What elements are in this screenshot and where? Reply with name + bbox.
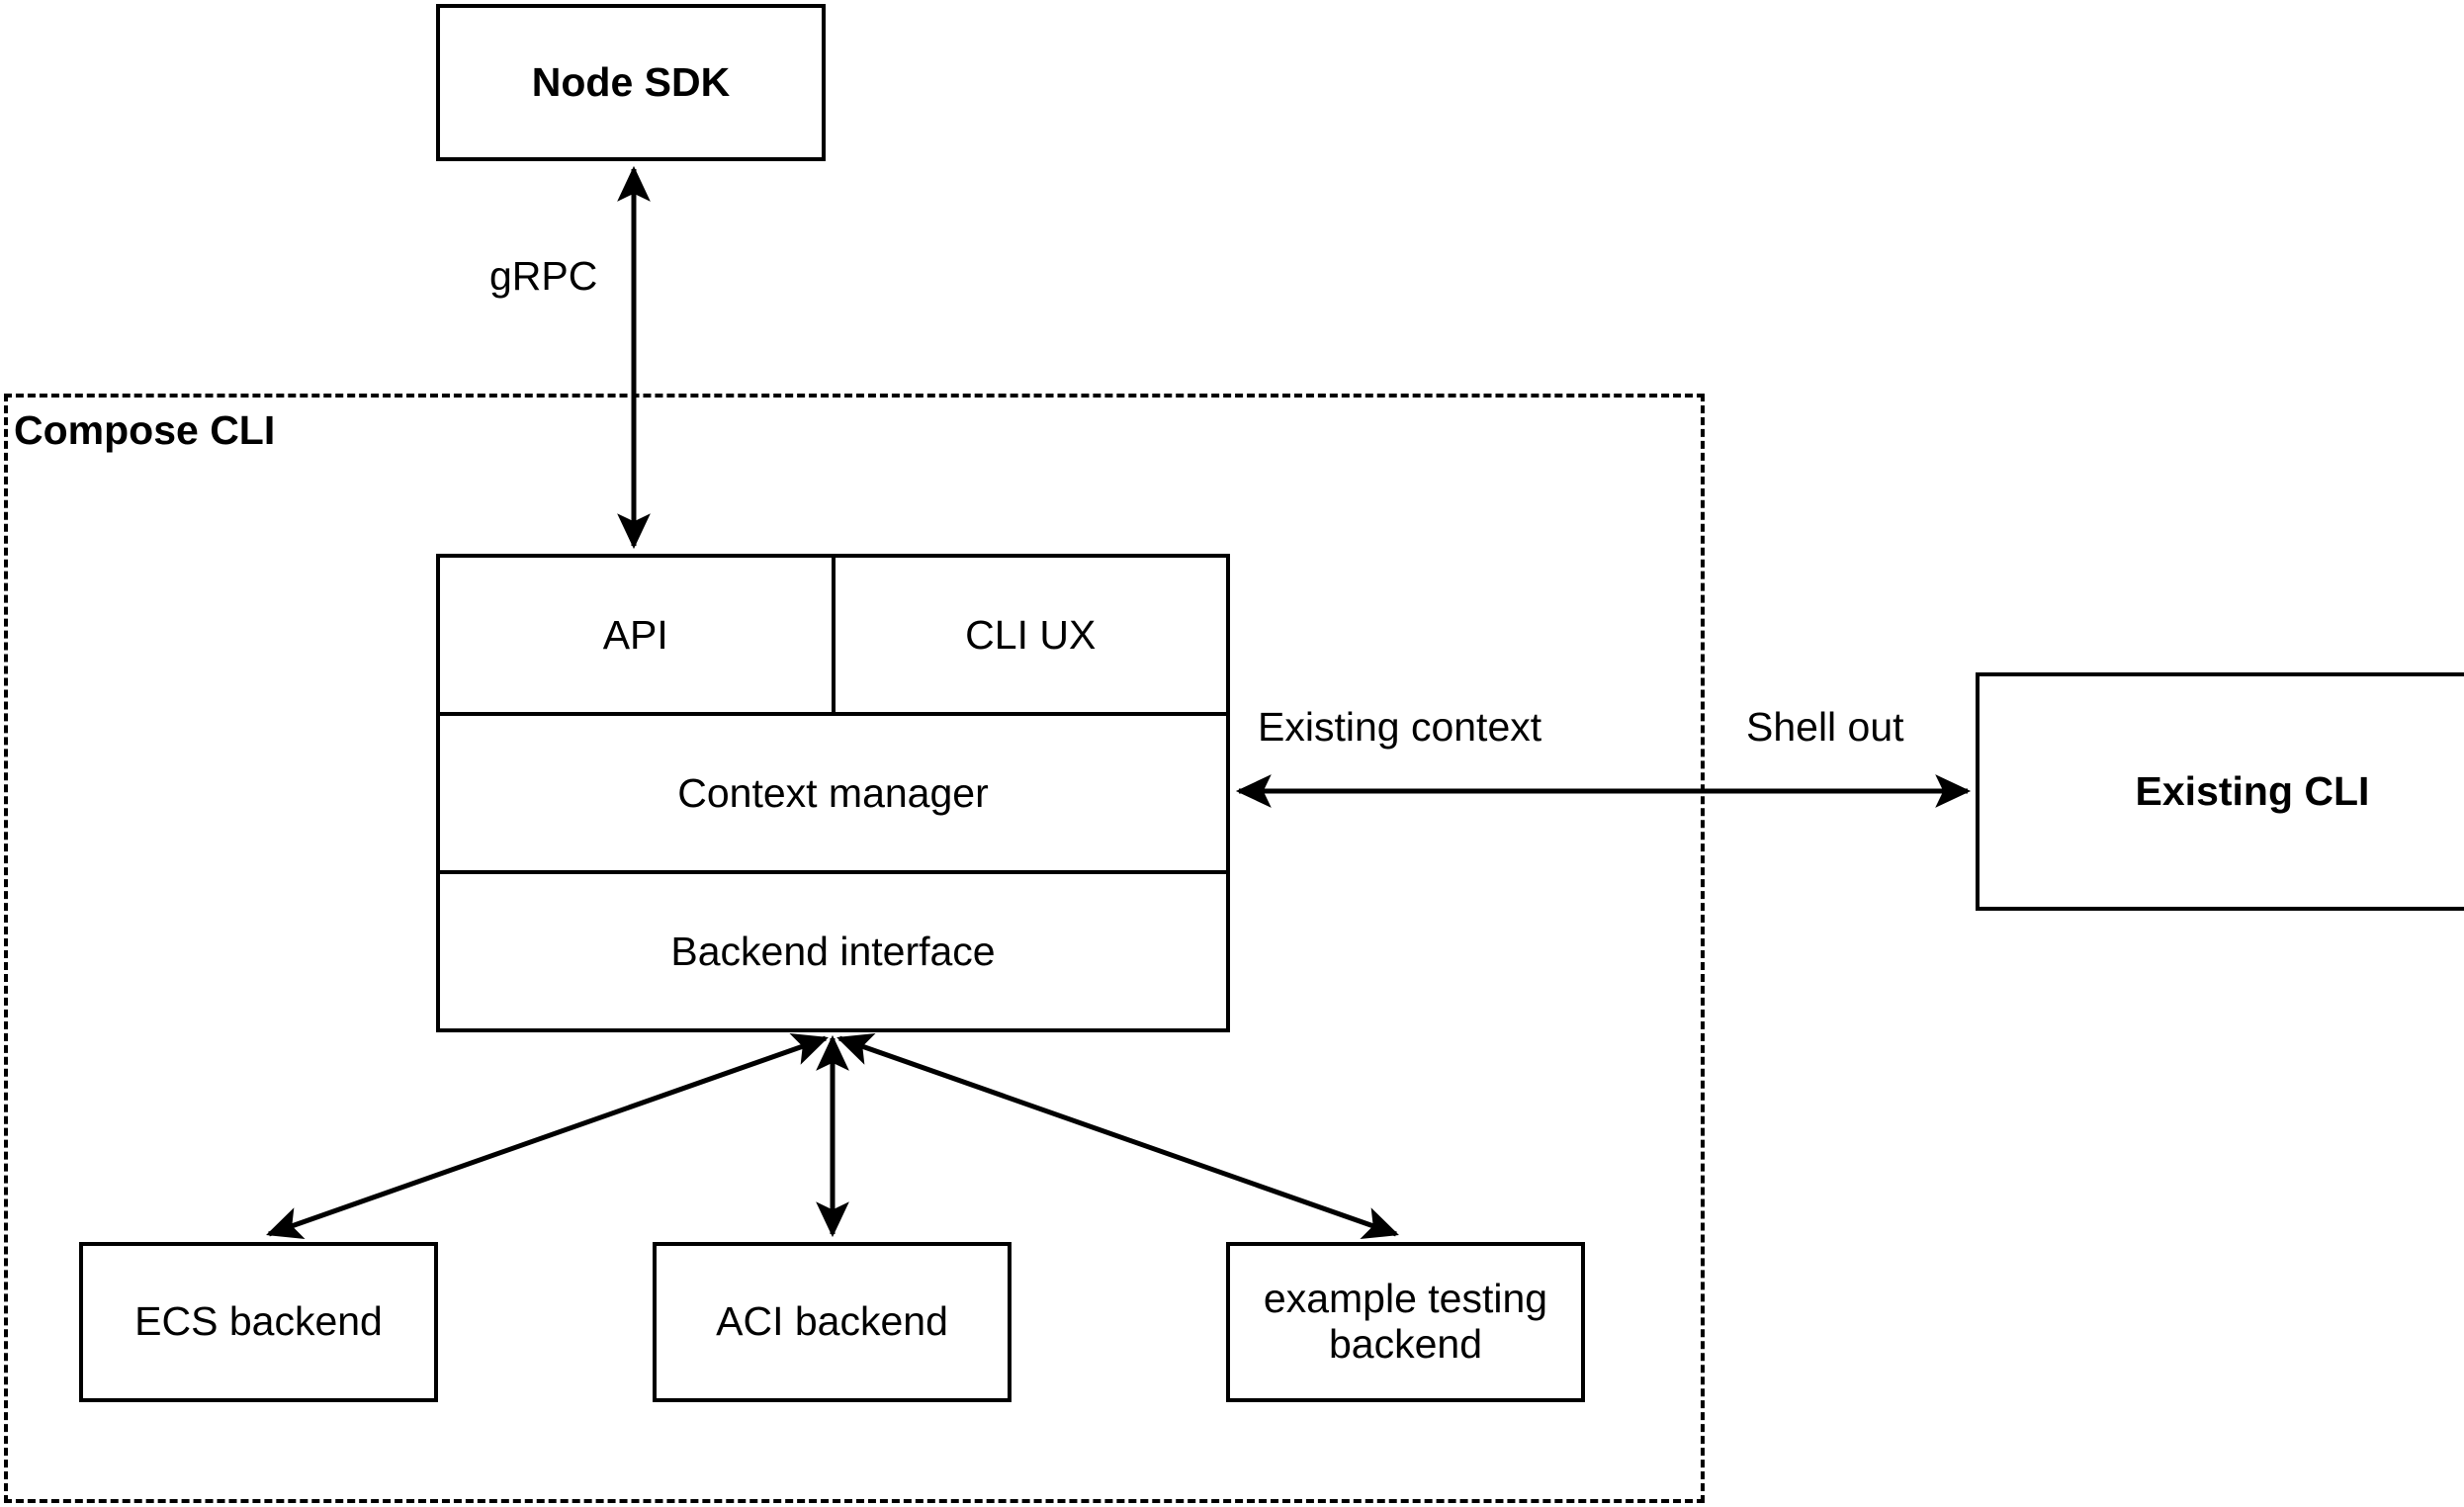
api-cell[interactable]: API bbox=[440, 558, 836, 712]
aci-backend-box[interactable]: ACI backend bbox=[653, 1242, 1012, 1402]
compose-cli-group-label: Compose CLI bbox=[14, 407, 276, 453]
node-sdk-label: Node SDK bbox=[531, 58, 731, 105]
node-sdk-box[interactable]: Node SDK bbox=[436, 4, 826, 161]
compose-cli-core-stack: API CLI UX Context manager Backend inter… bbox=[436, 554, 1230, 1032]
context-manager-cell[interactable]: Context manager bbox=[440, 716, 1226, 874]
compose-cli-group-boundary bbox=[4, 394, 1705, 1503]
existing-cli-box[interactable]: Existing CLI bbox=[1976, 672, 2464, 911]
api-label: API bbox=[602, 611, 668, 658]
example-testing-backend-label-line1: example testing bbox=[1263, 1276, 1548, 1322]
ecs-backend-label: ECS backend bbox=[134, 1298, 383, 1345]
example-testing-backend-label: example testing backend bbox=[1254, 1276, 1557, 1368]
example-testing-backend-box[interactable]: example testing backend bbox=[1226, 1242, 1585, 1402]
backend-interface-cell[interactable]: Backend interface bbox=[440, 874, 1226, 1028]
edge-label-grpc: gRPC bbox=[489, 253, 598, 299]
cli-ux-label: CLI UX bbox=[965, 611, 1097, 658]
backend-interface-label: Backend interface bbox=[670, 928, 996, 974]
edge-label-existing-context: Existing context bbox=[1258, 704, 1542, 750]
cli-ux-cell[interactable]: CLI UX bbox=[836, 558, 1227, 712]
core-row-api-cliux: API CLI UX bbox=[440, 558, 1226, 716]
existing-cli-label: Existing CLI bbox=[2135, 767, 2370, 814]
context-manager-label: Context manager bbox=[677, 769, 989, 816]
aci-backend-label: ACI backend bbox=[716, 1298, 948, 1345]
example-testing-backend-label-line2: backend bbox=[1328, 1321, 1482, 1367]
ecs-backend-box[interactable]: ECS backend bbox=[79, 1242, 438, 1402]
edge-label-shell-out: Shell out bbox=[1746, 704, 1904, 750]
